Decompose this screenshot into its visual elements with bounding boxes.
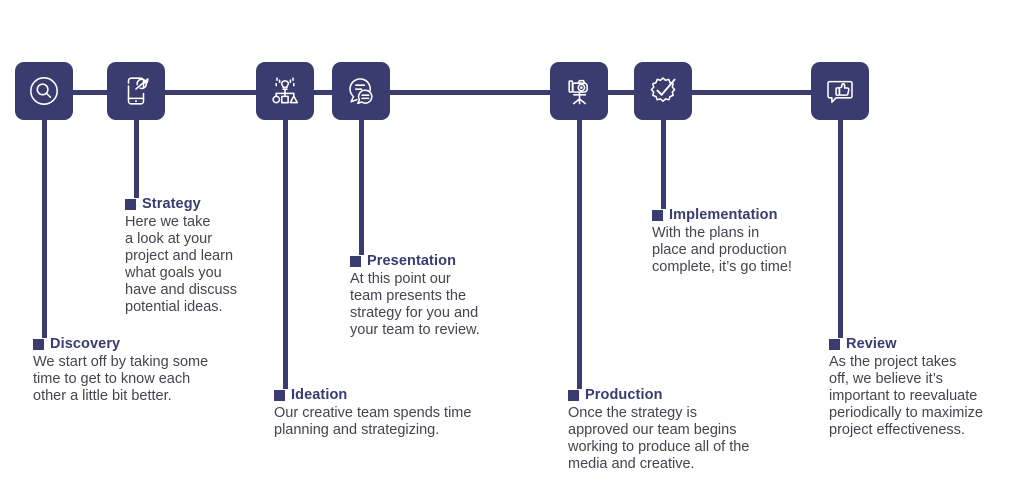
connector-rail-3-4	[313, 90, 335, 95]
step-label-implementation: Implementation With the plans in place a…	[652, 207, 832, 276]
stem-production	[577, 120, 582, 389]
bullet-square-review	[829, 339, 840, 350]
stem-discovery	[42, 120, 47, 338]
step-body-production: Once the strategy is approved our team b…	[568, 405, 750, 472]
connector-rail-1-2	[70, 90, 110, 95]
step-label-discovery: Discovery We start off by taking some ti…	[33, 336, 273, 405]
connector-rail-5-6	[607, 90, 637, 95]
step-node-ideation[interactable]	[256, 62, 314, 120]
step-body-ideation: Our creative team spends time planning a…	[274, 405, 472, 438]
speech-bubbles-chat-icon	[344, 74, 378, 108]
mobile-target-dart-icon	[119, 74, 153, 108]
step-title-presentation: Presentation	[367, 253, 457, 269]
step-label-strategy: Strategy Here we take a look at your pro…	[125, 196, 270, 316]
step-node-review[interactable]	[811, 62, 869, 120]
step-body-discovery: We start off by taking some time to get …	[33, 354, 209, 404]
step-title-discovery: Discovery	[50, 336, 121, 352]
step-body-implementation: With the plans in place and production c…	[652, 225, 792, 275]
step-title-implementation: Implementation	[669, 207, 778, 223]
step-label-review: Review As the project takes off, we beli…	[829, 336, 1019, 439]
step-body-strategy: Here we take a look at your project and …	[125, 214, 238, 315]
bullet-square-implementation	[652, 210, 663, 221]
stem-presentation	[359, 120, 364, 255]
step-title-strategy: Strategy	[142, 196, 201, 212]
step-node-production[interactable]	[550, 62, 608, 120]
step-body-review: As the project takes off, we believe it’…	[829, 354, 983, 438]
lightbulb-shapes-idea-icon	[268, 74, 302, 108]
stem-implementation	[661, 120, 666, 209]
thumbs-up-speech-bubble-icon	[823, 74, 857, 108]
badge-checkmark-icon	[646, 74, 680, 108]
step-label-production: Production Once the strategy is approved…	[568, 387, 803, 473]
step-node-presentation[interactable]	[332, 62, 390, 120]
camera-tripod-icon	[562, 74, 596, 108]
connector-rail-4-5	[389, 90, 553, 95]
connector-rail-2-3	[164, 90, 259, 95]
connector-rail-6-7	[691, 90, 814, 95]
step-node-strategy[interactable]	[107, 62, 165, 120]
bullet-square-presentation	[350, 256, 361, 267]
bullet-square-strategy	[125, 199, 136, 210]
stem-review	[838, 120, 843, 338]
bullet-square-discovery	[33, 339, 44, 350]
step-label-presentation: Presentation At this point our team pres…	[350, 253, 525, 339]
stem-ideation	[283, 120, 288, 389]
step-node-implementation[interactable]	[634, 62, 692, 120]
bullet-square-production	[568, 390, 579, 401]
step-node-discovery[interactable]	[15, 62, 73, 120]
step-title-review: Review	[846, 336, 897, 352]
magnifier-search-icon	[27, 74, 61, 108]
step-title-ideation: Ideation	[291, 387, 348, 403]
step-label-ideation: Ideation Our creative team spends time p…	[274, 387, 514, 439]
stem-strategy	[134, 120, 139, 198]
step-title-production: Production	[585, 387, 663, 403]
bullet-square-ideation	[274, 390, 285, 401]
step-body-presentation: At this point our team presents the stra…	[350, 271, 480, 338]
